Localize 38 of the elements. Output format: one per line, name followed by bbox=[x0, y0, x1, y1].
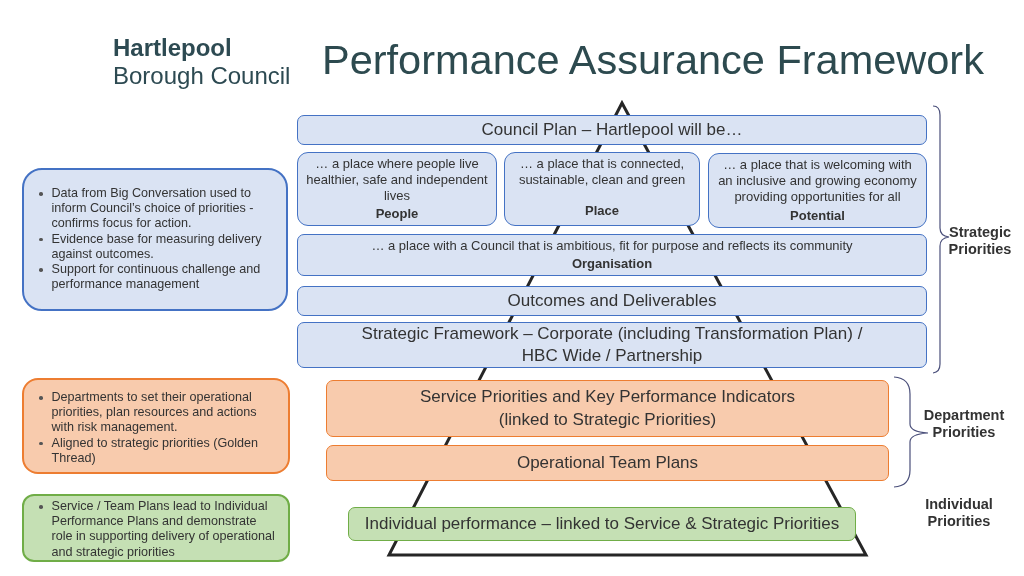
diagram-title: Performance Assurance Framework bbox=[322, 35, 984, 85]
brace-label: Individual Priorities bbox=[924, 496, 994, 530]
box-label: Strategic Framework – Corporate (including Transformation Plan) / HBC Wide / Partnership bbox=[360, 322, 864, 367]
note-box bbox=[22, 168, 288, 311]
box-text: … a place that is welcoming with an inclusive and growing economy providing opportunities for all bbox=[717, 157, 918, 206]
level-box bbox=[297, 286, 927, 316]
box-label: Individual performance – linked to Service & Strategic Priorities bbox=[364, 512, 840, 535]
box-label: Council Plan – Hartlepool will be… bbox=[481, 118, 743, 141]
box-heading: Place bbox=[585, 202, 619, 219]
priority-box bbox=[708, 153, 927, 228]
note-box bbox=[22, 378, 290, 474]
priority-box bbox=[297, 234, 927, 276]
level-box bbox=[348, 507, 856, 541]
bullet-text: Aligned to strategic priorities (Golden Thread) bbox=[51, 435, 259, 466]
level-box bbox=[297, 115, 927, 145]
priority-box bbox=[297, 152, 497, 226]
level-box bbox=[326, 445, 889, 481]
bullet-text: Evidence base for measuring delivery against outcomes. bbox=[51, 231, 263, 262]
brace-label: Department Priorities bbox=[922, 407, 1006, 441]
box-text: … a place where people live healthier, safe and independent lives bbox=[306, 156, 488, 205]
brace-label: Strategic Priorities bbox=[947, 224, 1013, 258]
box-label: Operational Team Plans bbox=[516, 451, 699, 474]
note-box bbox=[22, 494, 290, 562]
bullet-text: Service / Team Plans lead to Individual Performance Plans and demonstrate role in supporting delivery of operational and strategic priorities bbox=[51, 499, 276, 560]
box-heading: Organisation bbox=[571, 255, 653, 272]
box-label: Service Priorities and Key Performance Indicators (linked to Strategic Priorities) bbox=[418, 386, 797, 431]
box-heading: People bbox=[375, 205, 419, 222]
box-text: … a place with a Council that is ambitious, fit for purpose and reflects its community bbox=[371, 238, 853, 255]
organisation-name: Hartlepool Borough Council bbox=[113, 34, 292, 90]
box-heading: Potential bbox=[790, 207, 845, 224]
box-text: … a place that is connected, sustainable, clean and green bbox=[517, 156, 687, 189]
bullet-text: Data from Big Conversation used to inform Council’s choice of priorities - confirms focus for action. bbox=[51, 186, 255, 232]
bullet-text: Departments to set their operational priorities, plan resources and actions with risk management. bbox=[51, 390, 258, 436]
level-box bbox=[297, 322, 927, 368]
box-label: Outcomes and Deliverables bbox=[507, 289, 717, 312]
priority-box bbox=[504, 152, 700, 226]
bullet-text: Support for continuous challenge and performance management bbox=[51, 262, 262, 293]
level-box bbox=[326, 380, 889, 437]
